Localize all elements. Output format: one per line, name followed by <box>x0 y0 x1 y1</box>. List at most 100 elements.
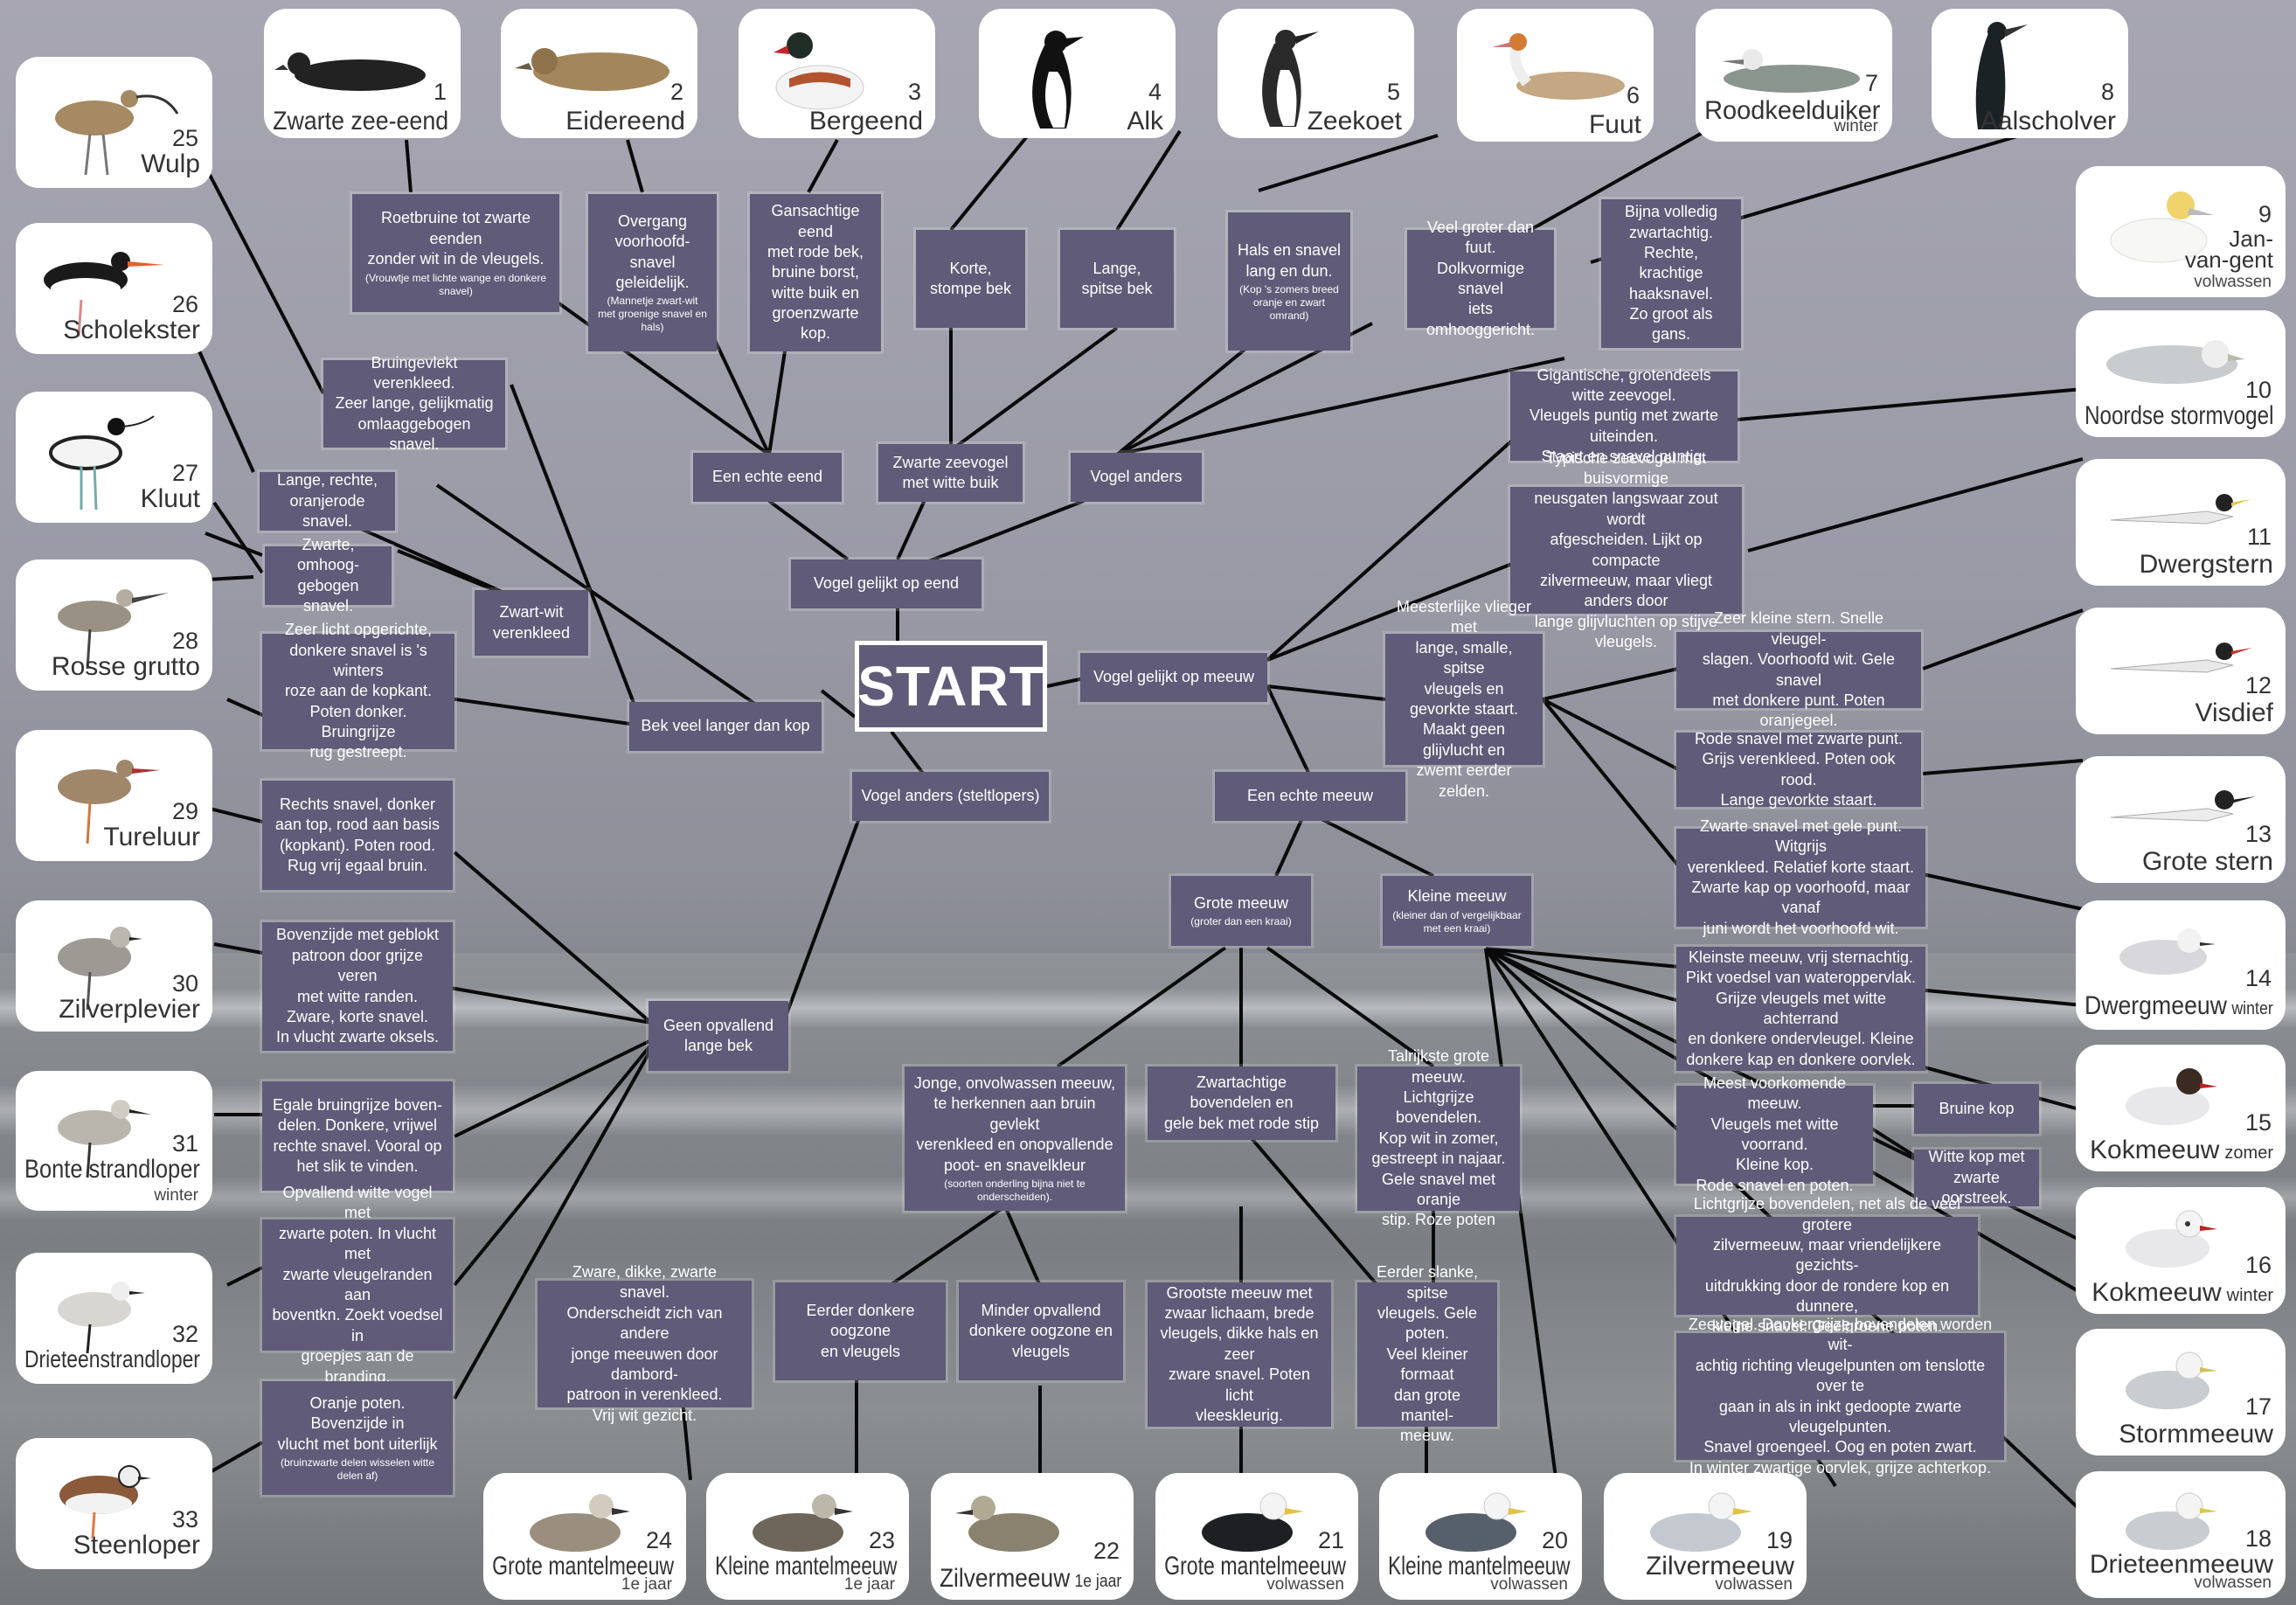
bird-number: 6 <box>1626 82 1640 108</box>
bird-card-drieteenmeeuw[interactable]: 18 Drieteenmeeuw volwassen <box>2076 1471 2286 1598</box>
desc-jonge-onvolwassen-meeuw[interactable]: Jonge, onvolwassen meeuw,te herkennen aa… <box>905 1067 1125 1211</box>
desc-zwarte-omhoog-snavel[interactable]: Zwarte, omhoog-gebogen snavel. <box>265 536 392 615</box>
desc-meest-voorkomende-meeuw[interactable]: Meest voorkomende meeuw.Vleugels met wit… <box>1676 1074 1873 1194</box>
bird-name: Steenloper <box>73 1531 200 1560</box>
desc-line: Gele snavel met oranje <box>1381 1170 1496 1208</box>
bird-card-zilverplevier[interactable]: 30 Zilverplevier <box>16 900 212 1032</box>
desc-zeer-licht-opgerichte[interactable]: Zeer licht opgerichte,donkere snavel is … <box>262 621 454 761</box>
bird-card-kleine-mantelmeeuw-1e-jaar[interactable]: 23 Kleine mantelmeeuw 1e jaar <box>706 1473 909 1600</box>
start-node[interactable]: START <box>855 641 1047 732</box>
bird-card-dwergstern[interactable]: 11 Dwergstern <box>2076 459 2286 586</box>
node-kleine-meeuw[interactable]: Kleine meeuw(kleiner dan of vergelijkbaa… <box>1383 876 1531 946</box>
bird-card-bonte-strandloper[interactable]: 31 Bonte strandloper winter <box>16 1071 212 1211</box>
desc-zeevogel-donkergrijs[interactable]: Zeevogel. Donkergrijze bovendelen worden… <box>1676 1316 2004 1476</box>
desc-line: Grootste meeuw met <box>1166 1283 1313 1302</box>
bird-card-aalscholver[interactable]: 8 Aalscholver <box>1932 9 2128 138</box>
bird-card-kleine-mantelmeeuw-volwassen[interactable]: 20 Kleine mantelmeeuw volwassen <box>1379 1473 1582 1600</box>
bird-card-scholekster[interactable]: 26 Scholekster <box>16 223 212 354</box>
bird-illustration <box>2110 643 2252 673</box>
desc-line: meeuw. <box>1399 1427 1455 1445</box>
bird-card-drieteenstrandloper[interactable]: 32 Drieteenstrandloper <box>16 1253 212 1384</box>
desc-korte-stompe-bek[interactable]: Korte,stompe bek <box>916 230 1025 328</box>
bird-card-grote-stern[interactable]: 13 Grote stern <box>2076 756 2286 883</box>
bird-name-part1: Jan- <box>2229 226 2273 252</box>
bird-card-bergeend[interactable]: 3 Bergeend <box>739 9 935 138</box>
bird-card-stormmeeuw[interactable]: 17 Stormmeeuw <box>2076 1329 2286 1456</box>
bird-card-noordse-stormvogel[interactable]: 10 Noordse stormvogel <box>2076 310 2286 437</box>
node-vogel-anders-steltlopers[interactable]: Vogel anders (steltlopers) <box>852 772 1049 821</box>
bird-illustration <box>1425 1492 1528 1552</box>
bird-card-kluut[interactable]: 27 Kluut <box>16 392 212 523</box>
node-bek-veel-langer-dan-kop[interactable]: Bek veel langer dan kop <box>629 702 822 751</box>
node-grote-meeuw[interactable]: Grote meeuw(groter dan een kraai) <box>1171 876 1311 946</box>
bird-card-zilvermeeuw-volwassen[interactable]: 19 Zilvermeeuw volwassen <box>1604 1473 1807 1600</box>
desc-zeer-kleine-stern[interactable]: Zeer kleine stern. Snelle vleugel-slagen… <box>1676 609 1921 729</box>
desc-line: Rode snavel en poten. <box>1696 1176 1854 1194</box>
node-een-echte-eend[interactable]: Een echte eend <box>693 453 842 502</box>
desc-gigantische-zeevogel[interactable]: Gigantische, grotendeels witte zeevogel.… <box>1510 366 1738 465</box>
desc-bruingevlekt-verenkleed[interactable]: Bruingevlekt verenkleed.Zeer lange, geli… <box>323 354 505 453</box>
node-een-echte-meeuw[interactable]: Een echte meeuw <box>1215 772 1405 821</box>
desc-zware-dikke-snavel[interactable]: Zware, dikke, zwarte snavel.Onderscheidt… <box>538 1263 752 1424</box>
desc-lichtgrijze-bovendelen[interactable]: Lichtgrijze bovendelen, net als de veel … <box>1676 1195 1978 1335</box>
bird-number: 1 <box>433 79 447 105</box>
desc-kleinste-meeuw[interactable]: Kleinste meeuw, vrij sternachtig.Pikt vo… <box>1676 947 1925 1071</box>
bird-card-fuut[interactable]: 6 Fuut <box>1457 9 1654 142</box>
desc-line: Zware, korte snavel. <box>286 1007 429 1025</box>
desc-talrijkste-grote-meeuw[interactable]: Talrijkste grote meeuw.Lichtgrijze boven… <box>1357 1047 1520 1228</box>
bird-card-grote-mantelmeeuw-volwassen[interactable]: 21 Grote mantelmeeuw volwassen <box>1155 1473 1358 1600</box>
desc-egale-bruingrijze[interactable]: Egale bruingrijze boven-delen. Donkere, … <box>262 1081 453 1191</box>
bird-card-jan-van-gent[interactable]: 9 Jan- van-gent volwassen <box>2076 166 2286 297</box>
bird-card-zeekoet[interactable]: 5 Zeekoet <box>1217 9 1414 138</box>
bird-card-zwarte-zee-eend[interactable]: 1 Zwarte zee-eend <box>264 9 461 138</box>
bird-illustration <box>49 415 155 511</box>
bird-card-wulp[interactable]: 25 Wulp <box>16 57 212 188</box>
desc-line: lange glijvluchten op stijve vleugels. <box>1534 612 1718 651</box>
node-bruine-kop[interactable]: Bruine kop <box>1914 1084 2039 1134</box>
bird-name: Aalscholver <box>1980 107 2116 135</box>
bird-card-alk[interactable]: 4 Alk <box>979 9 1176 138</box>
desc-line: Lichtgrijze bovendelen. <box>1395 1088 1482 1127</box>
desc-lange-spitse-bek[interactable]: Lange,spitse bek <box>1060 230 1174 328</box>
node-vogel-anders[interactable]: Vogel anders <box>1071 453 1202 502</box>
bird-card-visdief[interactable]: 12 Visdief <box>2076 608 2286 734</box>
bird-card-tureluur[interactable]: 29 Tureluur <box>16 730 212 861</box>
bird-card-eidereend[interactable]: 2 Eidereend <box>501 9 697 138</box>
desc-rode-snavel-zwarte-punt[interactable]: Rode snavel met zwarte punt.Grijs verenk… <box>1676 730 1921 809</box>
node-vogel-gelijkt-op-eend[interactable]: Vogel gelijkt op eend <box>791 559 982 608</box>
bird-card-rosse-grutto[interactable]: 28 Rosse grutto <box>16 559 212 691</box>
bird-card-steenloper[interactable]: 33 Steenloper <box>16 1438 212 1569</box>
bird-card-grote-mantelmeeuw-1e-jaar[interactable]: 24 Grote mantelmeeuw 1e jaar <box>483 1473 686 1600</box>
node-vogel-gelijkt-op-meeuw[interactable]: Vogel gelijkt op meeuw <box>1080 653 1267 702</box>
desc-lange-rechte-snavel[interactable]: Lange, rechte,oranjerode snavel. <box>260 471 395 531</box>
bird-card-roodkeelduiker[interactable]: 7 Roodkeelduiker winter <box>1696 9 1892 142</box>
